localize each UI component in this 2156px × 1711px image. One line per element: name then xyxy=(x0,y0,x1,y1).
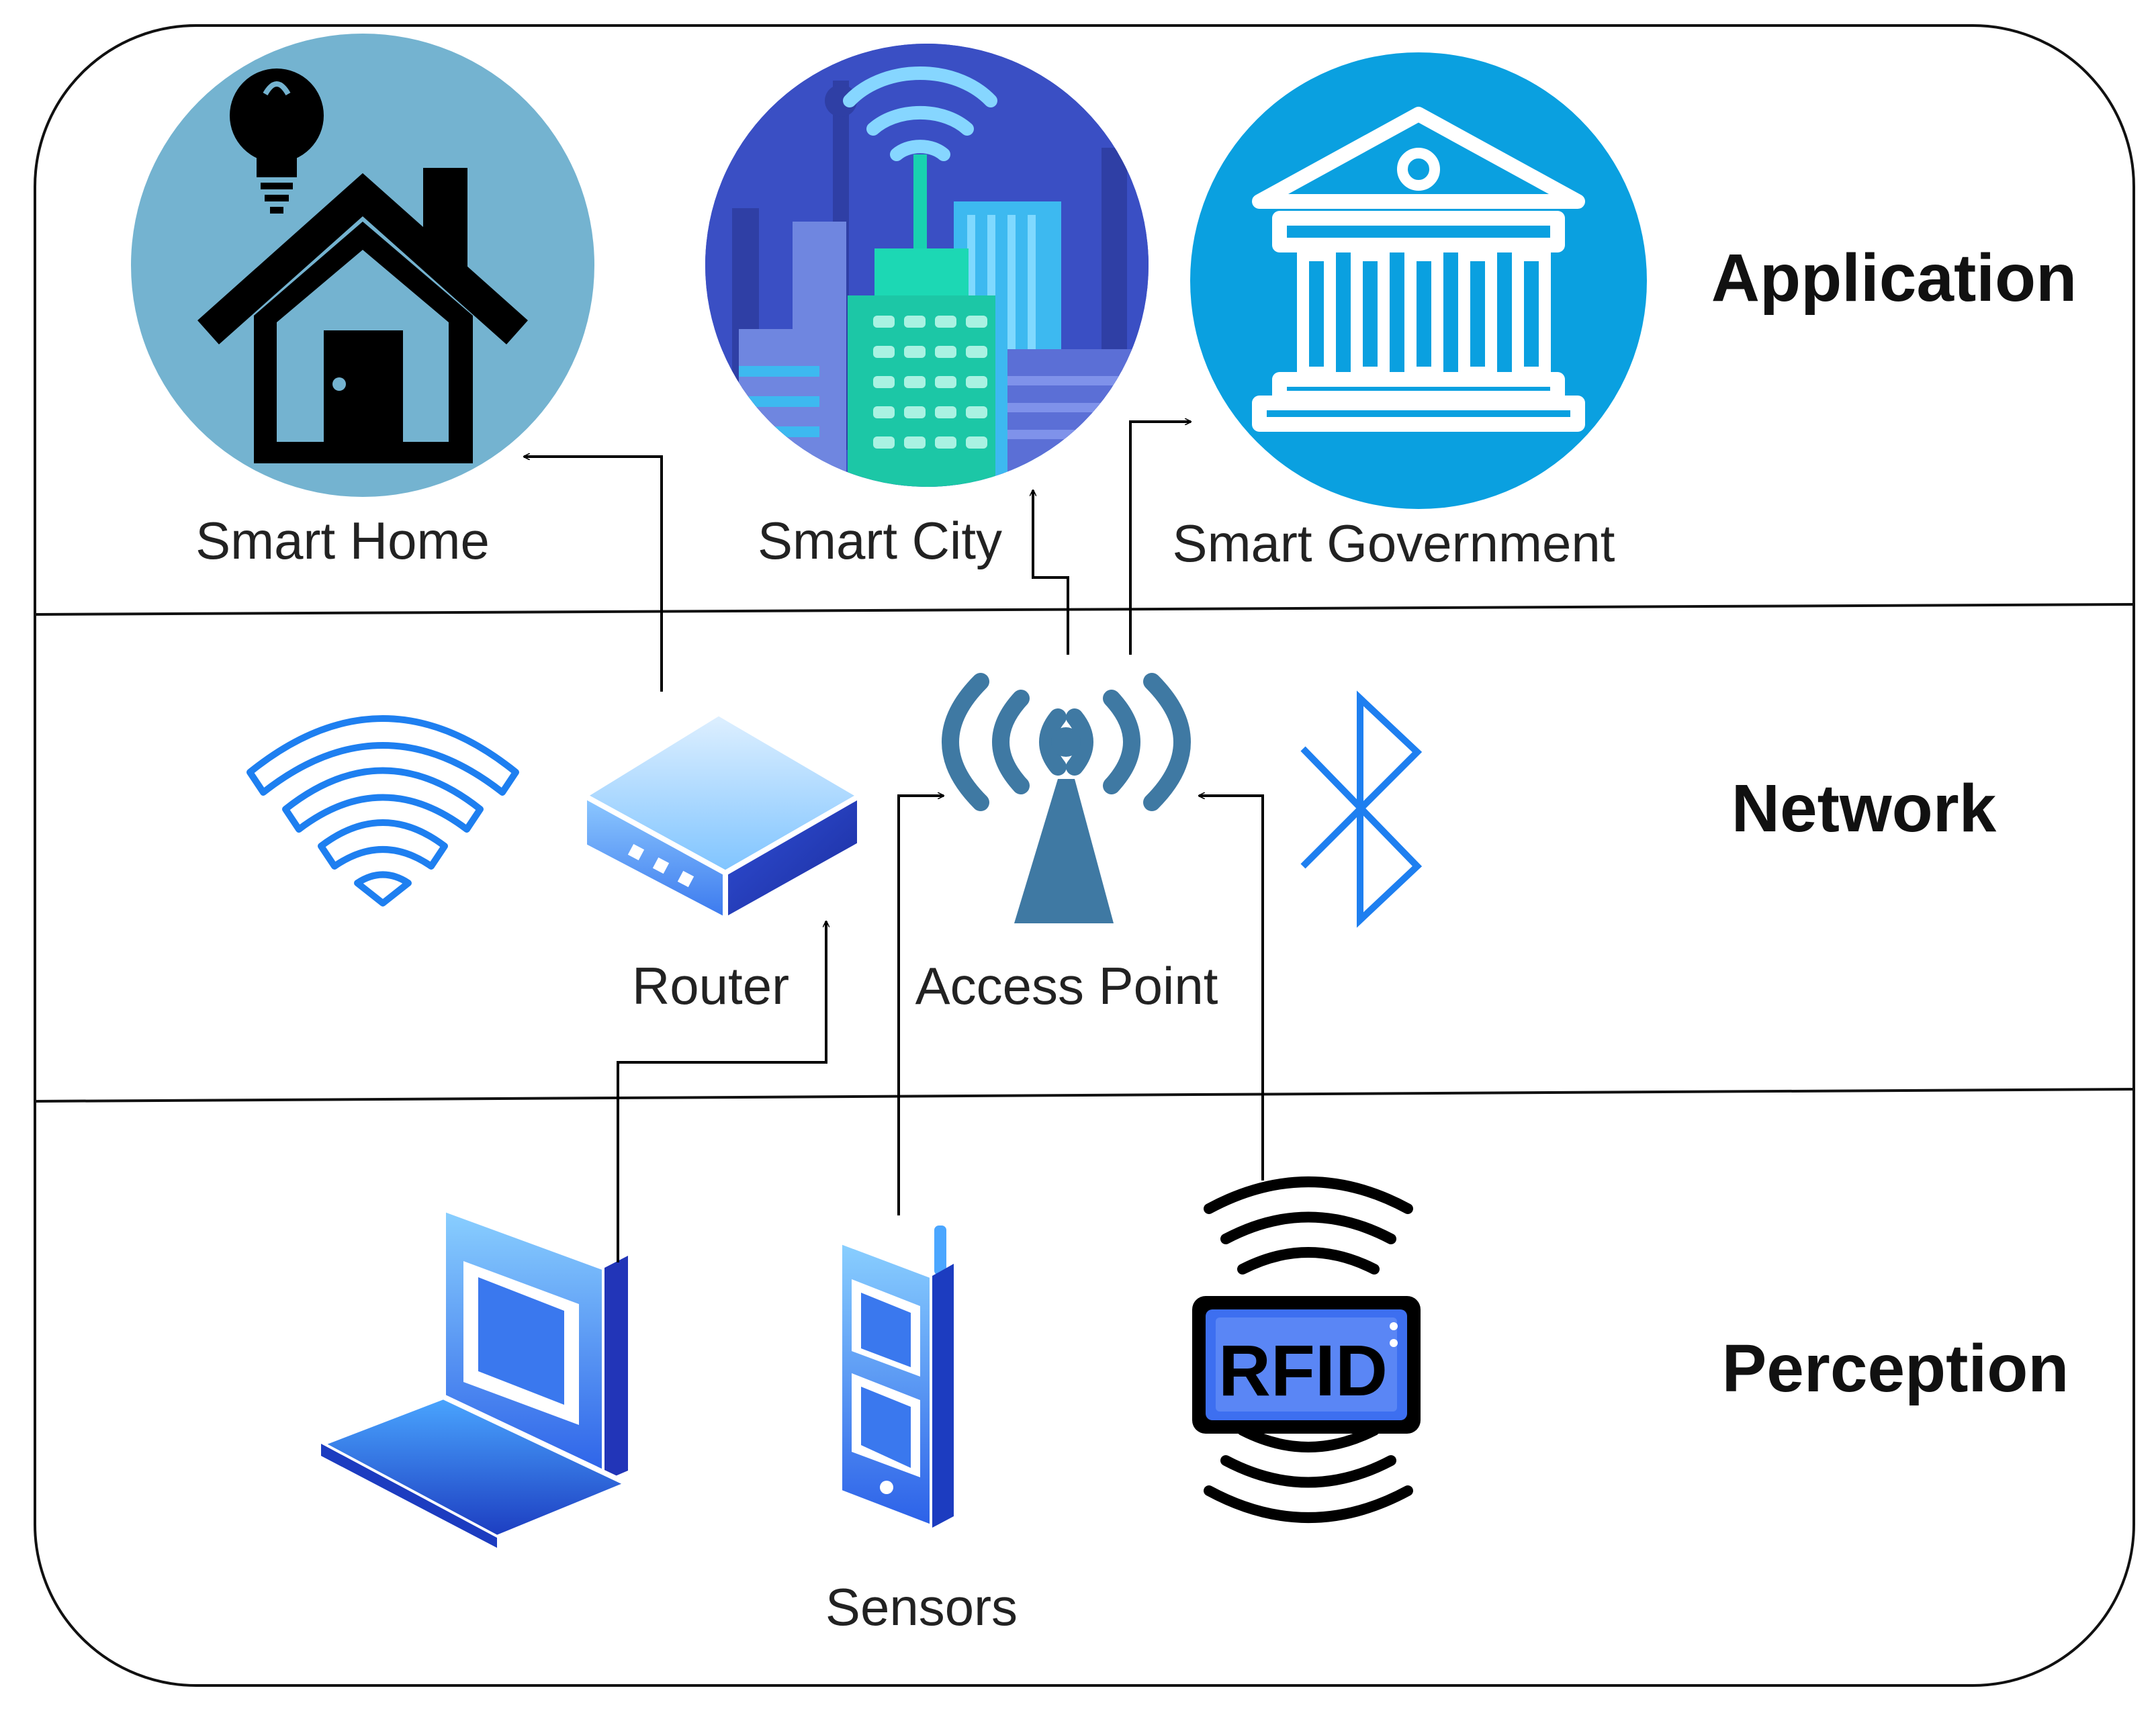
smart-government-label: Smart Government xyxy=(1173,514,1615,573)
layer-label-perception: Perception xyxy=(1722,1331,2069,1406)
arrow-sensor-to-access-point xyxy=(897,796,944,1215)
router-icon xyxy=(579,710,865,925)
arrow-rfid-to-access-point xyxy=(1199,796,1264,1181)
smart-home-label: Smart Home xyxy=(195,511,490,570)
router-label: Router xyxy=(632,956,789,1015)
smart-home-icon xyxy=(131,34,594,497)
divider-application-network xyxy=(34,603,2135,616)
wifi-icon xyxy=(246,715,519,907)
smart-city-icon xyxy=(705,44,1149,487)
rfid-badge-text: RFID xyxy=(1218,1330,1388,1411)
access-point-label: Access Point xyxy=(915,956,1218,1015)
smart-government-icon xyxy=(1190,52,1647,509)
arrow-router-to-smart-home xyxy=(524,457,663,692)
smart-city-label: Smart City xyxy=(758,511,1002,570)
layer-label-network: Network xyxy=(1732,771,1997,846)
bluetooth-icon xyxy=(1300,690,1423,928)
arrow-laptop-to-router xyxy=(617,921,826,1262)
arrow-ap-to-smart-city xyxy=(1033,490,1069,655)
divider-network-perception xyxy=(34,1088,2135,1103)
sensors-label: Sensors xyxy=(825,1577,1018,1636)
arrow-ap-to-smart-government xyxy=(1129,422,1191,655)
laptop-icon xyxy=(314,1205,635,1548)
rfid-icon: RFID xyxy=(1192,1176,1421,1523)
access-point-icon xyxy=(942,673,1191,923)
layer-label-application: Application xyxy=(1711,240,2077,316)
phone-sensor-icon xyxy=(837,1221,954,1532)
